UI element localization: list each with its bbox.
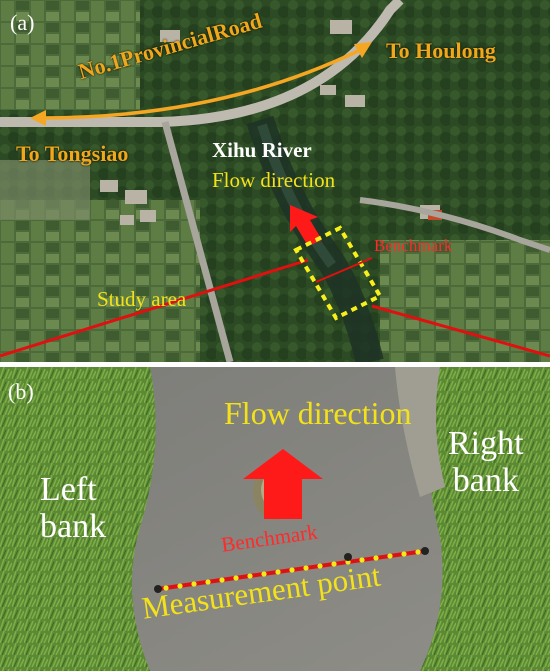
panel-a-label: (a) [10, 10, 35, 35]
panel-b-drone-image: (b) Flow direction Left bank Right bank … [0, 367, 550, 671]
panel-a-satellite-map: (a) No.1ProvincialRoad To Houlong To Ton… [0, 0, 550, 362]
right-bank-label: Right bank [448, 425, 524, 500]
panel-b-label: (b) [8, 379, 34, 404]
study-area-box [293, 225, 383, 321]
study-area-label: Study area [97, 287, 187, 311]
flow-arrow-b-icon [243, 449, 323, 519]
flow-direction-label-a: Flow direction [212, 168, 336, 192]
left-bank-label: Left bank [40, 471, 107, 546]
drone-image [0, 367, 550, 671]
road-arrow [30, 42, 372, 126]
flow-direction-label-b: Flow direction [224, 395, 412, 431]
to-tongsiao-label: To Tongsiao [16, 141, 129, 166]
river-label: Xihu River [212, 138, 312, 162]
benchmark-label-a: Benchmark [374, 236, 453, 255]
satellite-image [0, 0, 550, 362]
flow-arrow-icon [290, 205, 322, 246]
to-houlong-label: To Houlong [386, 38, 496, 63]
